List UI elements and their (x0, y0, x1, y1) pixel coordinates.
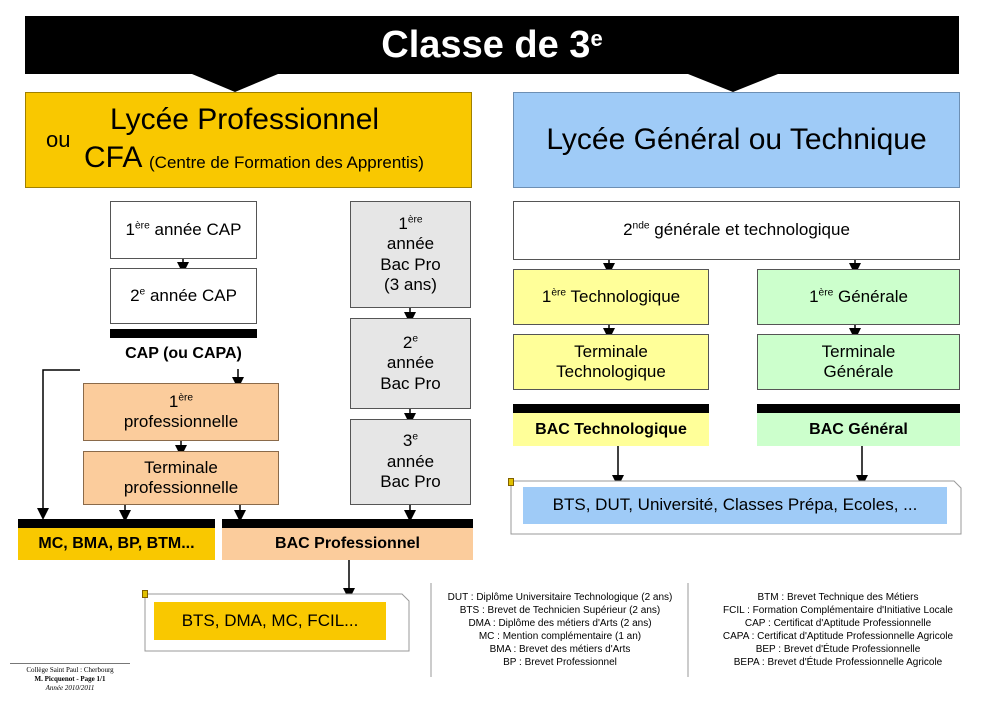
pro-higher-education: BTS, DMA, MC, FCIL... (154, 602, 386, 640)
glossary-item: BTM : Brevet Technique des Métiers (757, 592, 919, 603)
gen-bac-label: BAC Général (757, 413, 960, 446)
cap-second-year: 2e année CAP (110, 268, 257, 324)
bac-pro-result-label: BAC Professionnel (222, 528, 473, 560)
glossary-item: BMA : Brevet des métiers d'Arts (489, 644, 631, 655)
note-pin-icon (142, 590, 148, 598)
cap-result-bar (110, 329, 257, 338)
left-header-ou: ou (46, 127, 71, 152)
page-title-sup: e (590, 26, 603, 51)
general-higher-education: BTS, DUT, Université, Classes Prépa, Eco… (523, 487, 947, 524)
bac-pro-year-3: 3e année Bac Pro (350, 419, 471, 505)
tech-bac-label: BAC Technologique (513, 413, 709, 446)
tech-bac-bar (513, 404, 709, 413)
cap-result-label: CAP (ou CAPA) (125, 345, 242, 362)
left-header: ou Lycée Professionnel CFA (Centre de Fo… (25, 92, 472, 188)
glossary-item: BEP : Brevet d'Étude Professionnelle (755, 644, 921, 655)
glossary-item: BP : Brevet Professionnel (503, 657, 617, 668)
glossary-item: DMA : Diplôme des métiers d'Arts (2 ans) (468, 618, 652, 629)
title-arrow-right (688, 74, 778, 92)
arrow-cap-to-mc (37, 369, 80, 520)
tech-first-year: 1ère Technologique (513, 269, 709, 325)
left-header-cfa-detail: (Centre de Formation des Apprentis) (149, 153, 424, 172)
left-header-cfa: CFA (84, 141, 143, 174)
footer-author: M. Picquenot - Page 1/1 (34, 675, 106, 683)
bac-pro-year-1: 1ère année Bac Pro (3 ans) (350, 201, 471, 308)
gen-terminal: Terminale Générale (757, 334, 960, 390)
glossary-left: DUT : Diplôme Universitaire Technologiqu… (433, 591, 687, 669)
footer-school: Collège Saint Paul : Cherbourg (26, 666, 114, 674)
glossary-item: CAP : Certificat d'Aptitude Professionne… (744, 618, 932, 629)
pro-first-year: 1ère professionnelle (83, 383, 279, 441)
glossary-item: BEPA : Brevet d'Étude Professionnelle Ag… (733, 657, 943, 668)
mc-result-bar (18, 519, 215, 528)
pro-terminal: Terminale professionnelle (83, 451, 279, 505)
glossary-item: FCIL : Formation Complémentaire d'Initia… (723, 605, 953, 616)
cap-first-year: 1ère année CAP (110, 201, 257, 259)
seconde-generale: 2nde générale et technologique (513, 201, 960, 260)
left-header-lycee-pro: Lycée Professionnel (110, 103, 380, 136)
note-pin-icon-2 (508, 478, 514, 486)
right-header: Lycée Général ou Technique (513, 92, 960, 188)
glossary-item: CAPA : Certificat d'Aptitude Professionn… (722, 631, 954, 642)
footer: Collège Saint Paul : Cherbourg M. Picque… (10, 663, 130, 693)
bac-pro-result-bar (222, 519, 473, 528)
mc-result-label: MC, BMA, BP, BTM... (18, 528, 215, 560)
glossary-right: BTM : Brevet Technique des Métiers FCIL … (690, 591, 986, 669)
footer-year: Année 2010/2011 (45, 684, 95, 692)
bac-pro-year-2: 2e année Bac Pro (350, 318, 471, 409)
glossary-item: DUT : Diplôme Universitaire Technologiqu… (447, 592, 673, 603)
glossary-item: MC : Mention complémentaire (1 an) (478, 631, 642, 642)
page-title: Classe de 3 (381, 23, 591, 66)
title-arrow-left (192, 74, 278, 92)
gen-bac-bar (757, 404, 960, 413)
tech-terminal: Terminale Technologique (513, 334, 709, 390)
glossary-item: BTS : Brevet de Technicien Supérieur (2 … (459, 605, 661, 616)
gen-first-year: 1ère Générale (757, 269, 960, 325)
